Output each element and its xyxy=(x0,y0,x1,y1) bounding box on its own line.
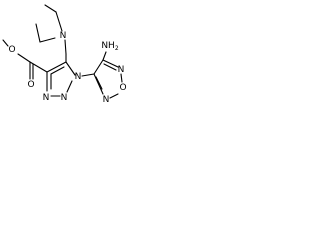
oxadiazole-n-top-label: N xyxy=(118,65,125,75)
bond-ethyl1-ch2 xyxy=(55,11,63,32)
bond-carbonyl-o-single xyxy=(17,53,31,63)
bond-ethyl2-ch2 xyxy=(39,37,56,43)
bond-n1-oxadiazole xyxy=(81,73,95,77)
bond-o-ox-n xyxy=(109,93,119,99)
ester-o-double-label: O xyxy=(27,80,34,90)
bond-n1-n2 xyxy=(66,80,73,93)
bond-o-methyl xyxy=(2,39,9,47)
bond-n-ox-o xyxy=(120,73,123,83)
bond-c4-ox-n-double xyxy=(103,63,117,71)
bond-c4-c5-double xyxy=(50,66,65,75)
ester-o-single-label: O xyxy=(8,45,15,55)
bond-ethyl2-ch3 xyxy=(35,23,41,43)
bond-c4-ox-nh2 xyxy=(102,51,107,61)
amino-label: NH2 xyxy=(101,41,119,52)
amino-label-main: NH xyxy=(101,41,115,51)
bond-ethyl1-ch3 xyxy=(44,4,57,13)
oxadiazole-n-bottom-label: N xyxy=(103,95,110,105)
triazole-n3-label: N xyxy=(43,93,50,103)
bond-n-ox-c3-double xyxy=(95,76,103,90)
bond-n-ox-c3 xyxy=(93,73,104,95)
oxadiazole-o-label: O xyxy=(119,83,126,93)
triazole-n2-label: N xyxy=(61,93,68,103)
amine-n-label: N xyxy=(60,31,67,41)
bond-n-ch2-bridge xyxy=(64,39,67,55)
triazole-n1-label: N xyxy=(75,72,82,82)
bond-c3-c4-ox xyxy=(93,59,104,75)
bond-c5-n1 xyxy=(65,61,76,76)
amino-label-subscript: 2 xyxy=(115,45,119,52)
chemical-structure-diagram: N O O N N N N O N NH2 xyxy=(2,4,127,105)
bond-c4-c5 xyxy=(46,61,67,73)
bond-c4-ox-n xyxy=(102,59,119,68)
